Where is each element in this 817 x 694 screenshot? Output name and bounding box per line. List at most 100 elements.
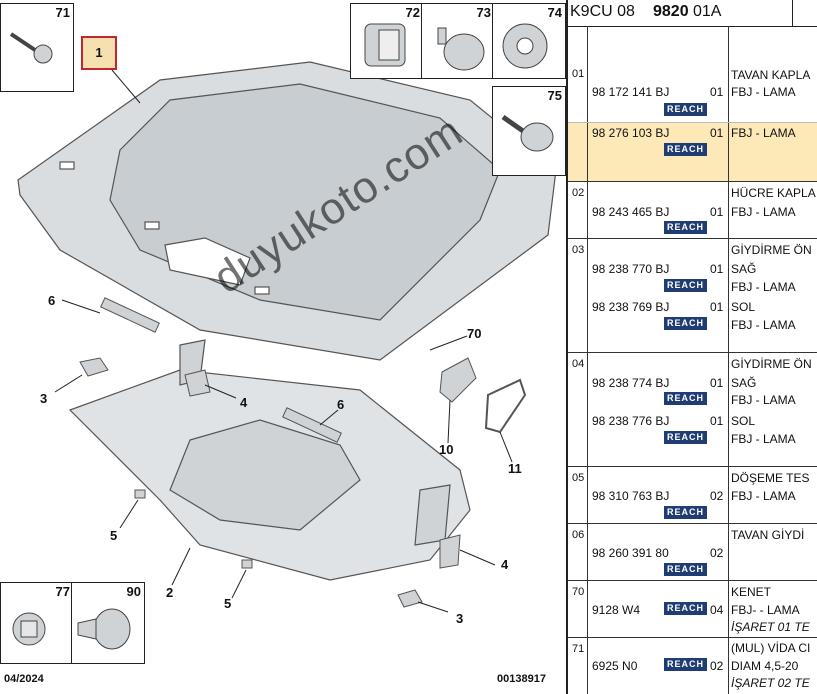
group-title: DÖŞEME TES [731, 471, 810, 485]
group-02: 02 HÜCRE KAPLA 98 243 465 BJ 01 FBJ - LA… [568, 181, 817, 239]
bolt-icon [501, 114, 554, 152]
inset-box-72: 72 [350, 3, 424, 79]
footer-date: 04/2024 [4, 673, 44, 685]
part-qty: 01 [710, 300, 724, 314]
group-70: 70 KENET 9128 W4 REACH 04 FBJ- - LAMA İŞ… [568, 580, 817, 638]
group-05: 05 DÖŞEME TES 98 310 763 BJ 02 FBJ - LAM… [568, 466, 817, 524]
screw-icon [9, 32, 53, 64]
part-note: İŞARET 02 TE [731, 676, 810, 690]
callout-4-right: 4 [501, 557, 509, 572]
headliner-part [17, 61, 557, 361]
reach-badge: REACH [664, 143, 708, 156]
group-title: GİYDİRME ÖN [731, 243, 812, 257]
callout-3-left: 3 [40, 391, 48, 406]
inset-number: 90 [126, 584, 141, 599]
part-desc: FBJ- - LAMA [731, 603, 800, 617]
part-desc: FBJ - LAMA [731, 393, 796, 407]
inset-number: 72 [405, 5, 420, 20]
part-desc: FBJ - LAMA [731, 126, 796, 140]
callout-5-left: 5 [110, 528, 118, 543]
table-header: K9CU 08 9820 01A [568, 0, 817, 27]
inset-box-74: 74 [492, 3, 566, 79]
part-ref[interactable]: 9128 W4 [592, 603, 641, 617]
part-qty: 01 [710, 262, 724, 276]
reach-badge: REACH [664, 506, 708, 519]
callout-10: 10 [439, 442, 454, 457]
reach-badge: REACH [664, 103, 708, 116]
callout-5-right: 5 [224, 596, 232, 611]
callout-2: 2 [166, 585, 174, 600]
inset-number: 71 [55, 5, 70, 20]
part-ref[interactable]: 98 172 141 BJ [592, 85, 670, 99]
inset-box-73: 73 [421, 3, 495, 79]
leader-lines [54, 69, 513, 613]
part-desc: FBJ - LAMA [731, 489, 796, 503]
part-qty: 01 [710, 126, 724, 140]
group-title: KENET [731, 585, 772, 599]
part-qty: 01 [710, 414, 724, 428]
group-01: 01 TAVAN KAPLA 98 172 141 BJ 01 FBJ - LA… [568, 26, 817, 182]
reach-badge: REACH [664, 221, 708, 234]
part-qty: 01 [710, 85, 724, 99]
callout-6-right: 6 [337, 397, 345, 412]
group-number: 05 [572, 472, 585, 484]
part-qty: 04 [710, 603, 724, 617]
small-parts [79, 297, 527, 608]
reach-badge: REACH [664, 392, 708, 405]
part-ref[interactable]: 6925 N0 [592, 659, 638, 673]
inset-box-75: 75 [492, 86, 566, 176]
part-desc: DIAM 4,5-20 [731, 659, 799, 673]
reach-badge: REACH [664, 317, 708, 330]
group-number: 03 [572, 244, 585, 256]
group-04: 04 GİYDİRME ÖN 98 238 774 BJ 01 SAĞ REAC… [568, 352, 817, 467]
part-qty: 01 [710, 205, 724, 219]
part-ref[interactable]: 98 238 776 BJ [592, 414, 670, 428]
inset-number: 73 [476, 5, 491, 20]
part-side: SOL [731, 300, 756, 314]
part-note: İŞARET 01 TE [731, 620, 810, 634]
part-ref[interactable]: 98 238 770 BJ [592, 262, 670, 276]
washer-icon [502, 23, 548, 69]
lower-trim-part [68, 339, 471, 581]
part-qty: 02 [710, 489, 724, 503]
callout-1: 1 [81, 36, 117, 70]
reach-badge: REACH [664, 658, 708, 671]
exploded-parts-diagram: 1 2 3 3 4 4 5 5 6 6 10 11 70 71 72 73 74 [0, 3, 566, 685]
col-divider-left [587, 26, 588, 694]
col-divider-right [728, 26, 729, 694]
footer-code: 00138917 [497, 673, 546, 685]
part-side: SOL [731, 414, 756, 428]
group-71: 71 (MUL) VİDA CI 6925 N0 REACH 02 DIAM 4… [568, 637, 817, 694]
part-desc: FBJ - LAMA [731, 432, 796, 446]
inset-number: 77 [55, 584, 70, 599]
reach-badge: REACH [664, 602, 708, 615]
group-06: 06 TAVAN GİYDİ 98 260 391 80 02 REACH [568, 523, 817, 581]
part-ref[interactable]: 98 276 103 BJ [592, 126, 670, 140]
part-ref[interactable]: 98 243 465 BJ [592, 205, 670, 219]
part-ref[interactable]: 98 238 774 BJ [592, 376, 670, 390]
callout-11: 11 [508, 461, 522, 476]
part-ref[interactable]: 98 260 391 80 [592, 546, 669, 560]
inset-box-77: 77 [0, 582, 74, 664]
part-qty: 02 [710, 659, 724, 673]
reach-badge: REACH [664, 279, 708, 292]
inset-number: 75 [547, 88, 562, 103]
fir-tree-clip-icon [77, 608, 131, 650]
group-title: GİYDİRME ÖN [731, 357, 812, 371]
reach-badge: REACH [664, 563, 708, 576]
part-desc: FBJ - LAMA [731, 318, 796, 332]
inset-number: 74 [547, 5, 562, 20]
part-ref[interactable]: 98 238 769 BJ [592, 300, 670, 314]
parts-illustration [17, 61, 557, 613]
callout-70: 70 [467, 326, 482, 341]
part-desc: FBJ - LAMA [731, 85, 796, 99]
part-ref[interactable]: 98 310 763 BJ [592, 489, 670, 503]
part-desc: FBJ - LAMA [731, 280, 796, 294]
group-title: (MUL) VİDA CI [731, 641, 811, 655]
ref-prefix: K9CU 08 [570, 3, 635, 20]
ref-bold: 9820 [653, 3, 689, 20]
group-03: 03 GİYDİRME ÖN 98 238 770 BJ 01 SAĞ REAC… [568, 238, 817, 353]
group-title: HÜCRE KAPLA [731, 186, 816, 200]
group-number: 71 [572, 643, 585, 655]
parts-table: K9CU 08 9820 01A 01 TAVAN KAPLA 98 172 1… [566, 0, 817, 694]
